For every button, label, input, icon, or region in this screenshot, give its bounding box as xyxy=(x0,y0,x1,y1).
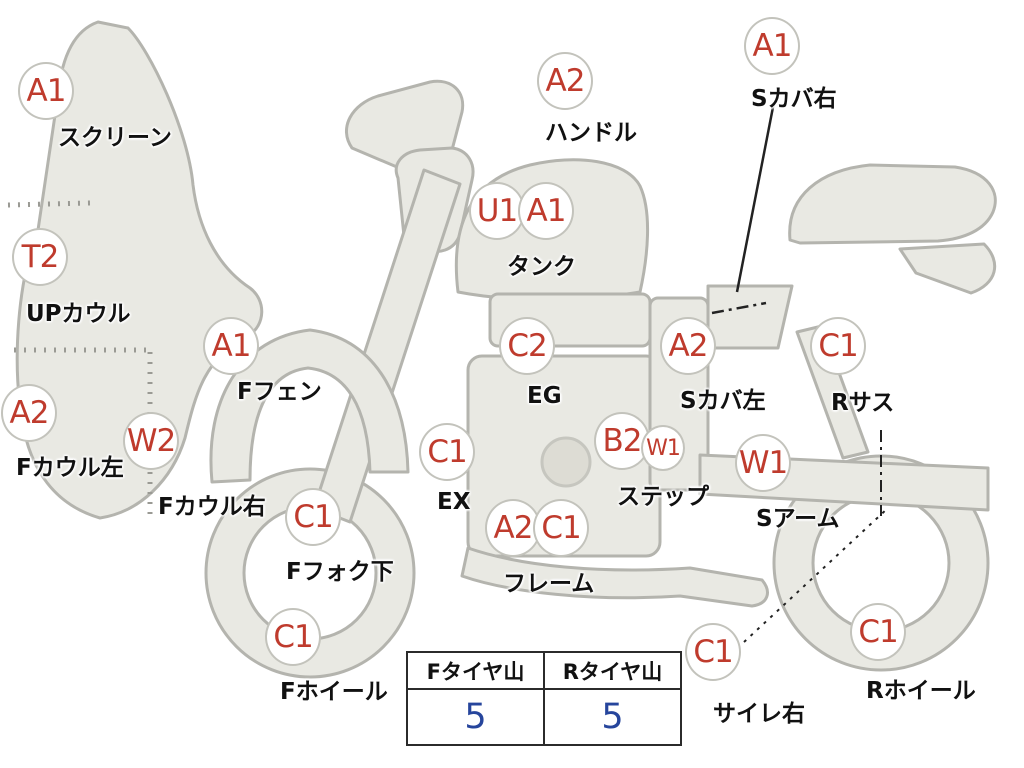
label-handle: ハンドル xyxy=(545,120,637,146)
label-r-wheel: Rホイール xyxy=(866,678,976,704)
badge-frame-2: C1 xyxy=(533,499,589,557)
badge-exhaust: C1 xyxy=(419,423,475,481)
side-cover-shape xyxy=(706,284,794,350)
f-tire-tread-header: Fタイヤ山 xyxy=(406,651,545,690)
label-tank: タンク xyxy=(507,254,576,280)
badge-screen: A1 xyxy=(18,62,74,120)
label-engine: EG xyxy=(527,383,562,409)
badge-tank-2: A1 xyxy=(518,182,574,240)
badge-f-fork-lower: C1 xyxy=(285,488,341,546)
r-tire-tread-value: 5 xyxy=(543,688,682,746)
tire-tread-table: Fタイヤ山 Rタイヤ山 5 5 xyxy=(406,651,682,746)
cowl-divider-dotted-upper xyxy=(7,200,91,208)
badge-step-2: W1 xyxy=(641,425,685,471)
label-f-cowl-right: Fカウル右 xyxy=(158,494,266,520)
label-s-cover-left: Sカバ左 xyxy=(680,388,766,414)
label-f-fork-lower: Fフォク下 xyxy=(286,559,394,585)
label-f-wheel: Fホイール xyxy=(280,679,388,705)
badge-f-cowl-right: W2 xyxy=(123,412,179,470)
label-s-arm: Sアーム xyxy=(756,506,840,532)
badge-step-1: B2 xyxy=(594,412,650,470)
silencer-right-dotted-line xyxy=(743,507,889,643)
badge-f-cowl-left: A2 xyxy=(1,384,57,442)
badge-up-cowl: T2 xyxy=(12,228,68,286)
exhaust-shape xyxy=(460,546,769,608)
badge-f-fender: A1 xyxy=(203,317,259,375)
badge-handle: A2 xyxy=(537,52,593,110)
tire-table-value-row: 5 5 xyxy=(406,688,682,746)
label-silencer-right: サイレ右 xyxy=(713,701,805,727)
badge-s-arm: W1 xyxy=(735,434,791,492)
badge-silencer-right: C1 xyxy=(685,623,741,681)
s-cover-right-leader-line xyxy=(735,101,776,293)
label-r-sus: Rサス xyxy=(831,390,895,416)
label-screen: スクリーン xyxy=(58,125,172,151)
front-cowl-shape xyxy=(15,20,264,520)
seat-shape xyxy=(788,163,997,245)
label-up-cowl: UPカウル xyxy=(26,301,131,327)
badge-r-wheel: C1 xyxy=(850,603,906,661)
badge-s-cover-right: A1 xyxy=(744,17,800,75)
badge-r-sus: C1 xyxy=(810,317,866,375)
label-step: ステップ xyxy=(617,484,709,510)
r-tire-tread-header: Rタイヤ山 xyxy=(543,651,682,690)
label-f-fender: Fフェン xyxy=(237,379,322,405)
label-f-cowl-left: Fカウル左 xyxy=(16,455,124,481)
label-frame: フレーム xyxy=(503,571,595,597)
label-s-cover-right: Sカバ右 xyxy=(751,86,837,112)
badge-f-wheel: C1 xyxy=(265,608,321,666)
s-cover-right-dashdot-line xyxy=(711,301,767,315)
badge-engine: C2 xyxy=(499,317,555,375)
badge-tank-1: U1 xyxy=(469,182,525,240)
tire-table-header-row: Fタイヤ山 Rタイヤ山 xyxy=(406,651,682,690)
engine-case-detail xyxy=(540,436,592,488)
label-exhaust: EX xyxy=(437,489,471,515)
badge-s-cover-left: A2 xyxy=(660,317,716,375)
f-tire-tread-value: 5 xyxy=(406,688,545,746)
badge-frame-1: A2 xyxy=(485,499,541,557)
tail-shape xyxy=(898,242,997,295)
